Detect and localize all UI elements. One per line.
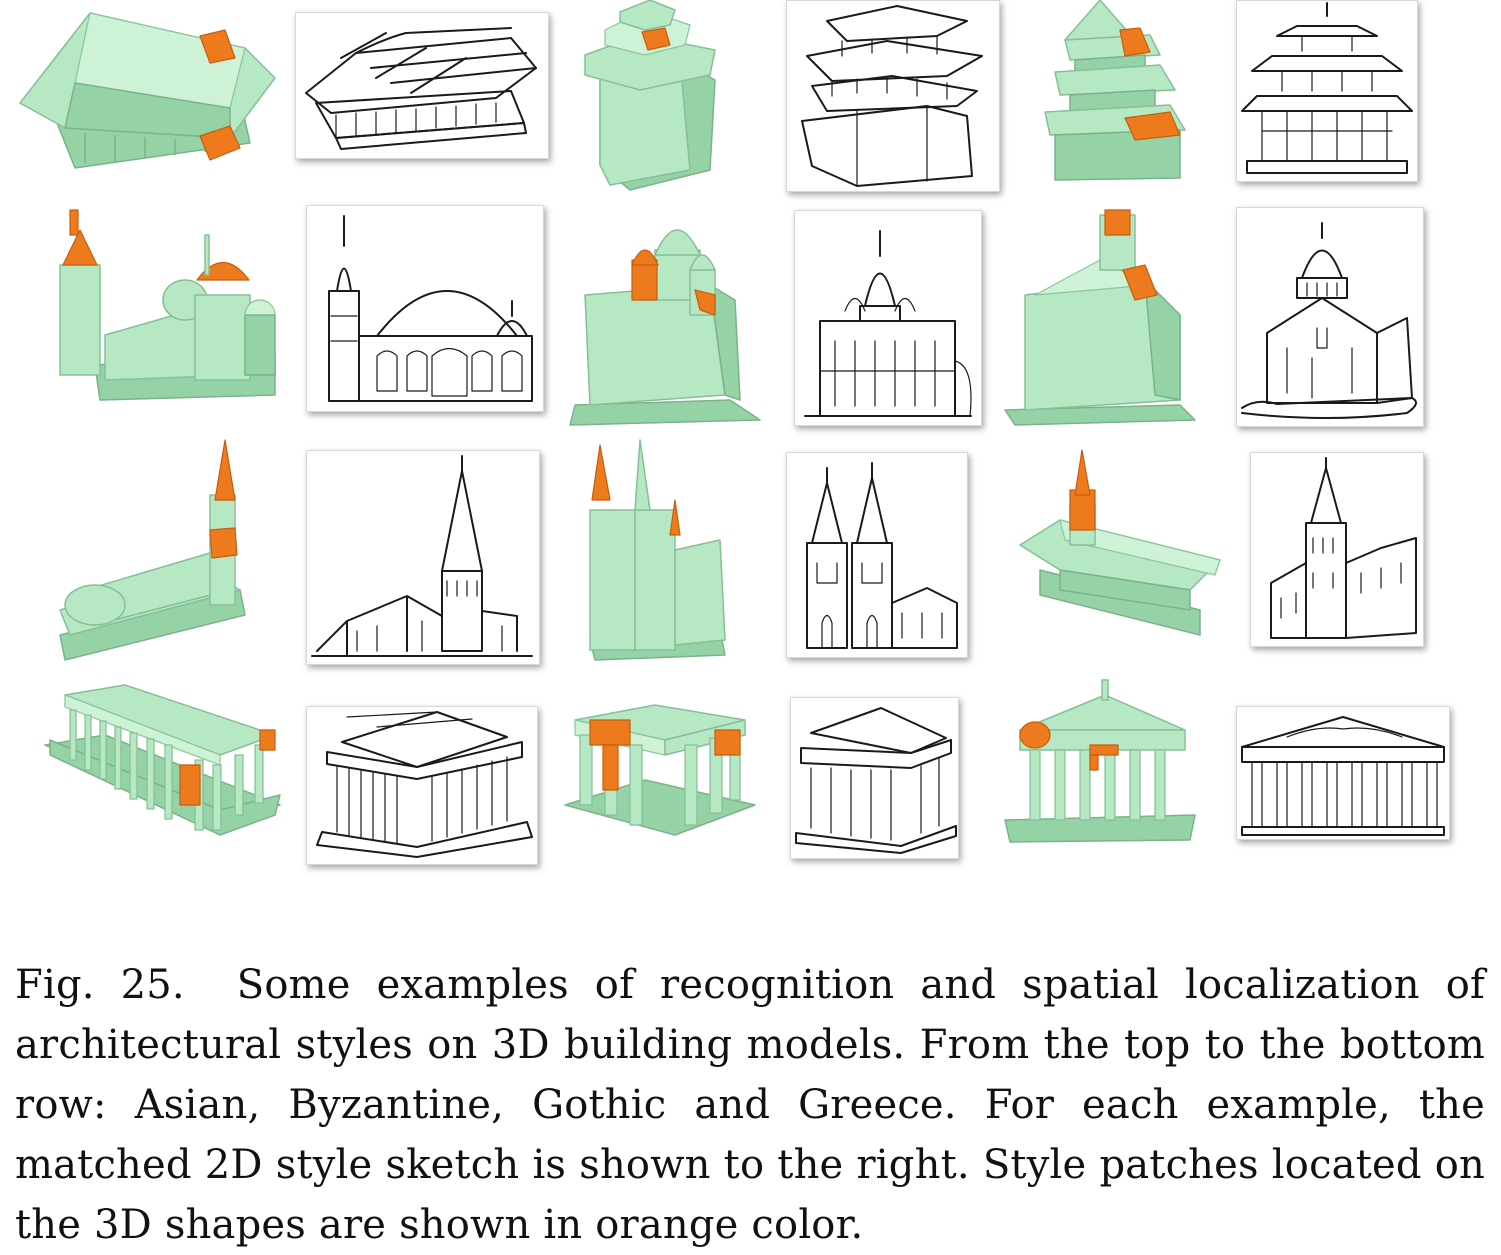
- model-asian-tower: [580, 0, 720, 192]
- sketch-byzantine-chapel: [1236, 207, 1424, 427]
- model-gothic-church: [55, 439, 250, 665]
- sketch-greek-temple-facade: [1236, 706, 1450, 840]
- sketch-asian-hall: [295, 12, 549, 159]
- figure-grid: [15, 0, 1450, 870]
- sketch-greek-temple-perspective: [790, 697, 959, 859]
- sketch-gothic-tower: [1250, 452, 1424, 647]
- model-gothic-basilica: [1019, 449, 1221, 650]
- sketch-gothic-church: [306, 450, 540, 665]
- model-greek-temple-short: [564, 700, 756, 855]
- model-byzantine-cathedral: [45, 205, 280, 405]
- model-greek-temple-long: [44, 684, 281, 870]
- model-asian-pagoda: [1040, 0, 1190, 182]
- figure-caption: Fig. 25. Some examples of recognition an…: [15, 955, 1485, 1255]
- sketch-asian-pagoda: [1236, 0, 1418, 182]
- model-greek-temple-front: [1004, 679, 1196, 845]
- model-byzantine-chapel: [1004, 205, 1196, 426]
- sketch-asian-tower: [786, 0, 1000, 192]
- sketch-byzantine-church: [794, 210, 982, 426]
- caption-label: Fig. 25.: [15, 962, 185, 1008]
- model-byzantine-church: [569, 205, 761, 427]
- sketch-byzantine-mosque: [306, 205, 544, 412]
- model-asian-hall: [15, 8, 280, 183]
- sketch-gothic-cathedral: [786, 452, 968, 658]
- sketch-greek-temple: [306, 706, 538, 865]
- caption-text: Some examples of recognition and spatial…: [15, 962, 1485, 1248]
- model-gothic-cathedral: [580, 439, 730, 661]
